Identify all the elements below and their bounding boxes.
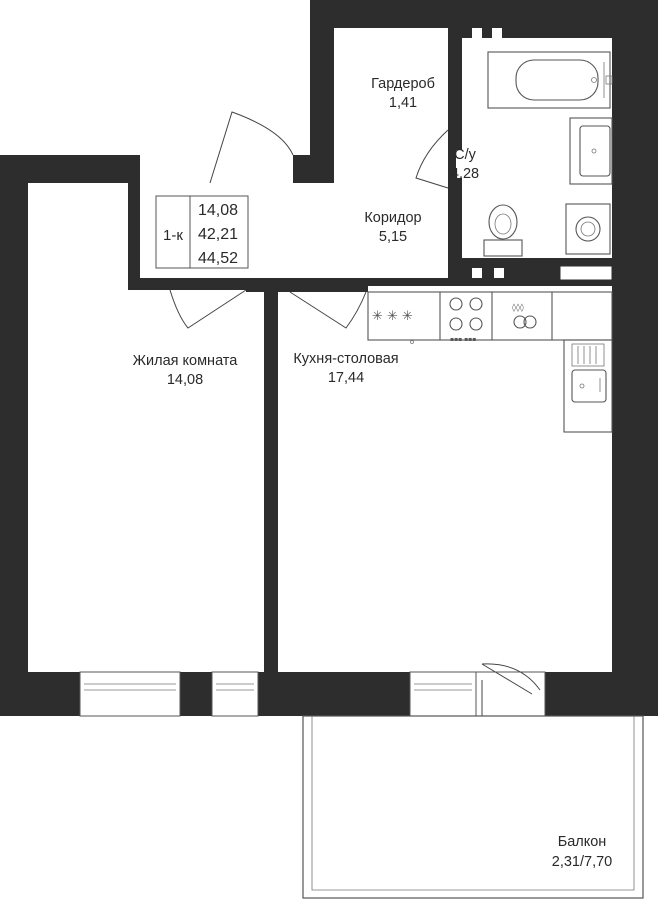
washing-machine [565, 203, 611, 255]
bathtub [487, 51, 613, 109]
balcony [302, 715, 644, 899]
sink [571, 343, 607, 403]
dishwasher: ◊◊◊ [512, 303, 537, 329]
bathroom-door [415, 129, 449, 189]
vent-squares [472, 28, 613, 281]
kitchen-door [289, 291, 367, 329]
bathroom-area: 4,28 [451, 166, 479, 182]
room-floors [0, 0, 612, 672]
total-area-value: 42,21 [198, 226, 238, 243]
bathroom-name: С/у [454, 147, 477, 163]
kitchen-area: 17,44 [328, 370, 364, 386]
window-living-right [211, 671, 259, 717]
apartment-type: 1-к [163, 227, 183, 244]
corridor-name: Коридор [364, 210, 421, 226]
living-room-name: Жилая комната [133, 353, 239, 369]
kitchen-counter [367, 291, 613, 433]
window-living-left [79, 671, 181, 717]
kitchen-name: Кухня-столовая [293, 351, 398, 367]
wardrobe-name: Гардероб [371, 76, 435, 92]
wardrobe-area: 1,41 [389, 95, 417, 111]
hob: ▪▪▪ ▪▪▪ [449, 297, 483, 343]
living-room-area: 14,08 [167, 372, 203, 388]
apartment-summary-box: 1-к 14,08 42,21 44,52 [155, 195, 249, 269]
fridge: ✳ ✳ ✳ [372, 309, 414, 344]
windows [79, 663, 546, 717]
toilet [483, 204, 523, 257]
room-labels: Гардероб 1,41 С/у 4,28 Коридор 5,15 Жила… [133, 76, 613, 870]
balcony-door [475, 663, 546, 717]
corridor-area: 5,15 [379, 229, 407, 245]
doors [169, 111, 449, 329]
window-kitchen [409, 671, 477, 717]
svg-text:✳ ✳ ✳: ✳ ✳ ✳ [372, 309, 413, 324]
living-door [169, 289, 247, 329]
living-area-value: 14,08 [198, 202, 238, 219]
balcony-area: 2,31/7,70 [552, 854, 612, 870]
balcony-name: Балкон [558, 834, 607, 850]
washbasin [569, 117, 613, 185]
svg-text:▪▪▪ ▪▪▪: ▪▪▪ ▪▪▪ [450, 336, 476, 343]
svg-text:◊◊◊: ◊◊◊ [512, 303, 524, 312]
entrance-door [209, 111, 294, 184]
total-area-balcony-value: 44,52 [198, 250, 238, 267]
